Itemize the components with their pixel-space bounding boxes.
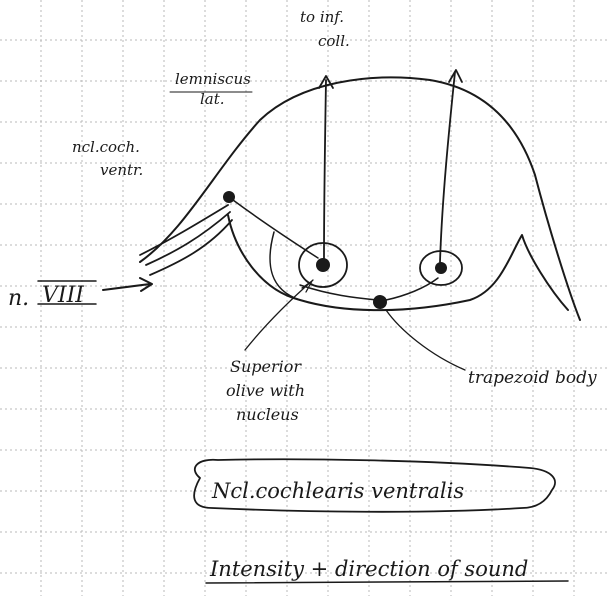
- trapezoid-body-dot: [373, 295, 387, 309]
- brainstem-outline: [140, 77, 580, 320]
- footer-title-underline: [206, 581, 568, 583]
- cochlear-nucleus-dot: [223, 191, 235, 203]
- trapezoid-body-label: trapezoid body: [468, 368, 597, 388]
- ncl-coch-label-line2: ventr.: [100, 161, 143, 179]
- nerve-viii-prefix: n.: [8, 286, 29, 311]
- superior-olive-label-line2: olive with: [226, 381, 305, 400]
- left-superior-olive-nucleus: [316, 258, 330, 272]
- cochlear-to-trapezoid-fiber: [300, 285, 378, 300]
- nerve-viii-fiber-3: [150, 220, 232, 275]
- footer-title-text: Intensity + direction of sound: [209, 557, 528, 581]
- right-ascending-fiber: [440, 72, 455, 262]
- lemniscus-label-line1: lemniscus: [175, 70, 251, 88]
- lemniscus-label-line2: lat.: [200, 90, 225, 108]
- nerve-viii-arrow: [103, 278, 152, 291]
- brainstem-inner-left-curve: [228, 215, 568, 310]
- nerve-viii-fiber-1: [140, 205, 228, 255]
- left-ascending-fiber: [324, 80, 326, 258]
- boxed-title-text: Ncl.cochlearis ventralis: [211, 479, 464, 503]
- superior-olive-label-line1: Superior: [230, 357, 302, 376]
- to-inf-coll-label-line1: to inf.: [300, 8, 344, 26]
- trapezoid-body-pointer: [386, 310, 465, 370]
- right-superior-olive-nucleus: [435, 262, 447, 274]
- ncl-coch-label-line1: ncl.coch.: [72, 138, 140, 156]
- to-inf-coll-label-line2: coll.: [318, 32, 350, 50]
- superior-olive-label-line3: nucleus: [236, 405, 299, 424]
- trapezoid-crossing-fiber: [386, 278, 438, 300]
